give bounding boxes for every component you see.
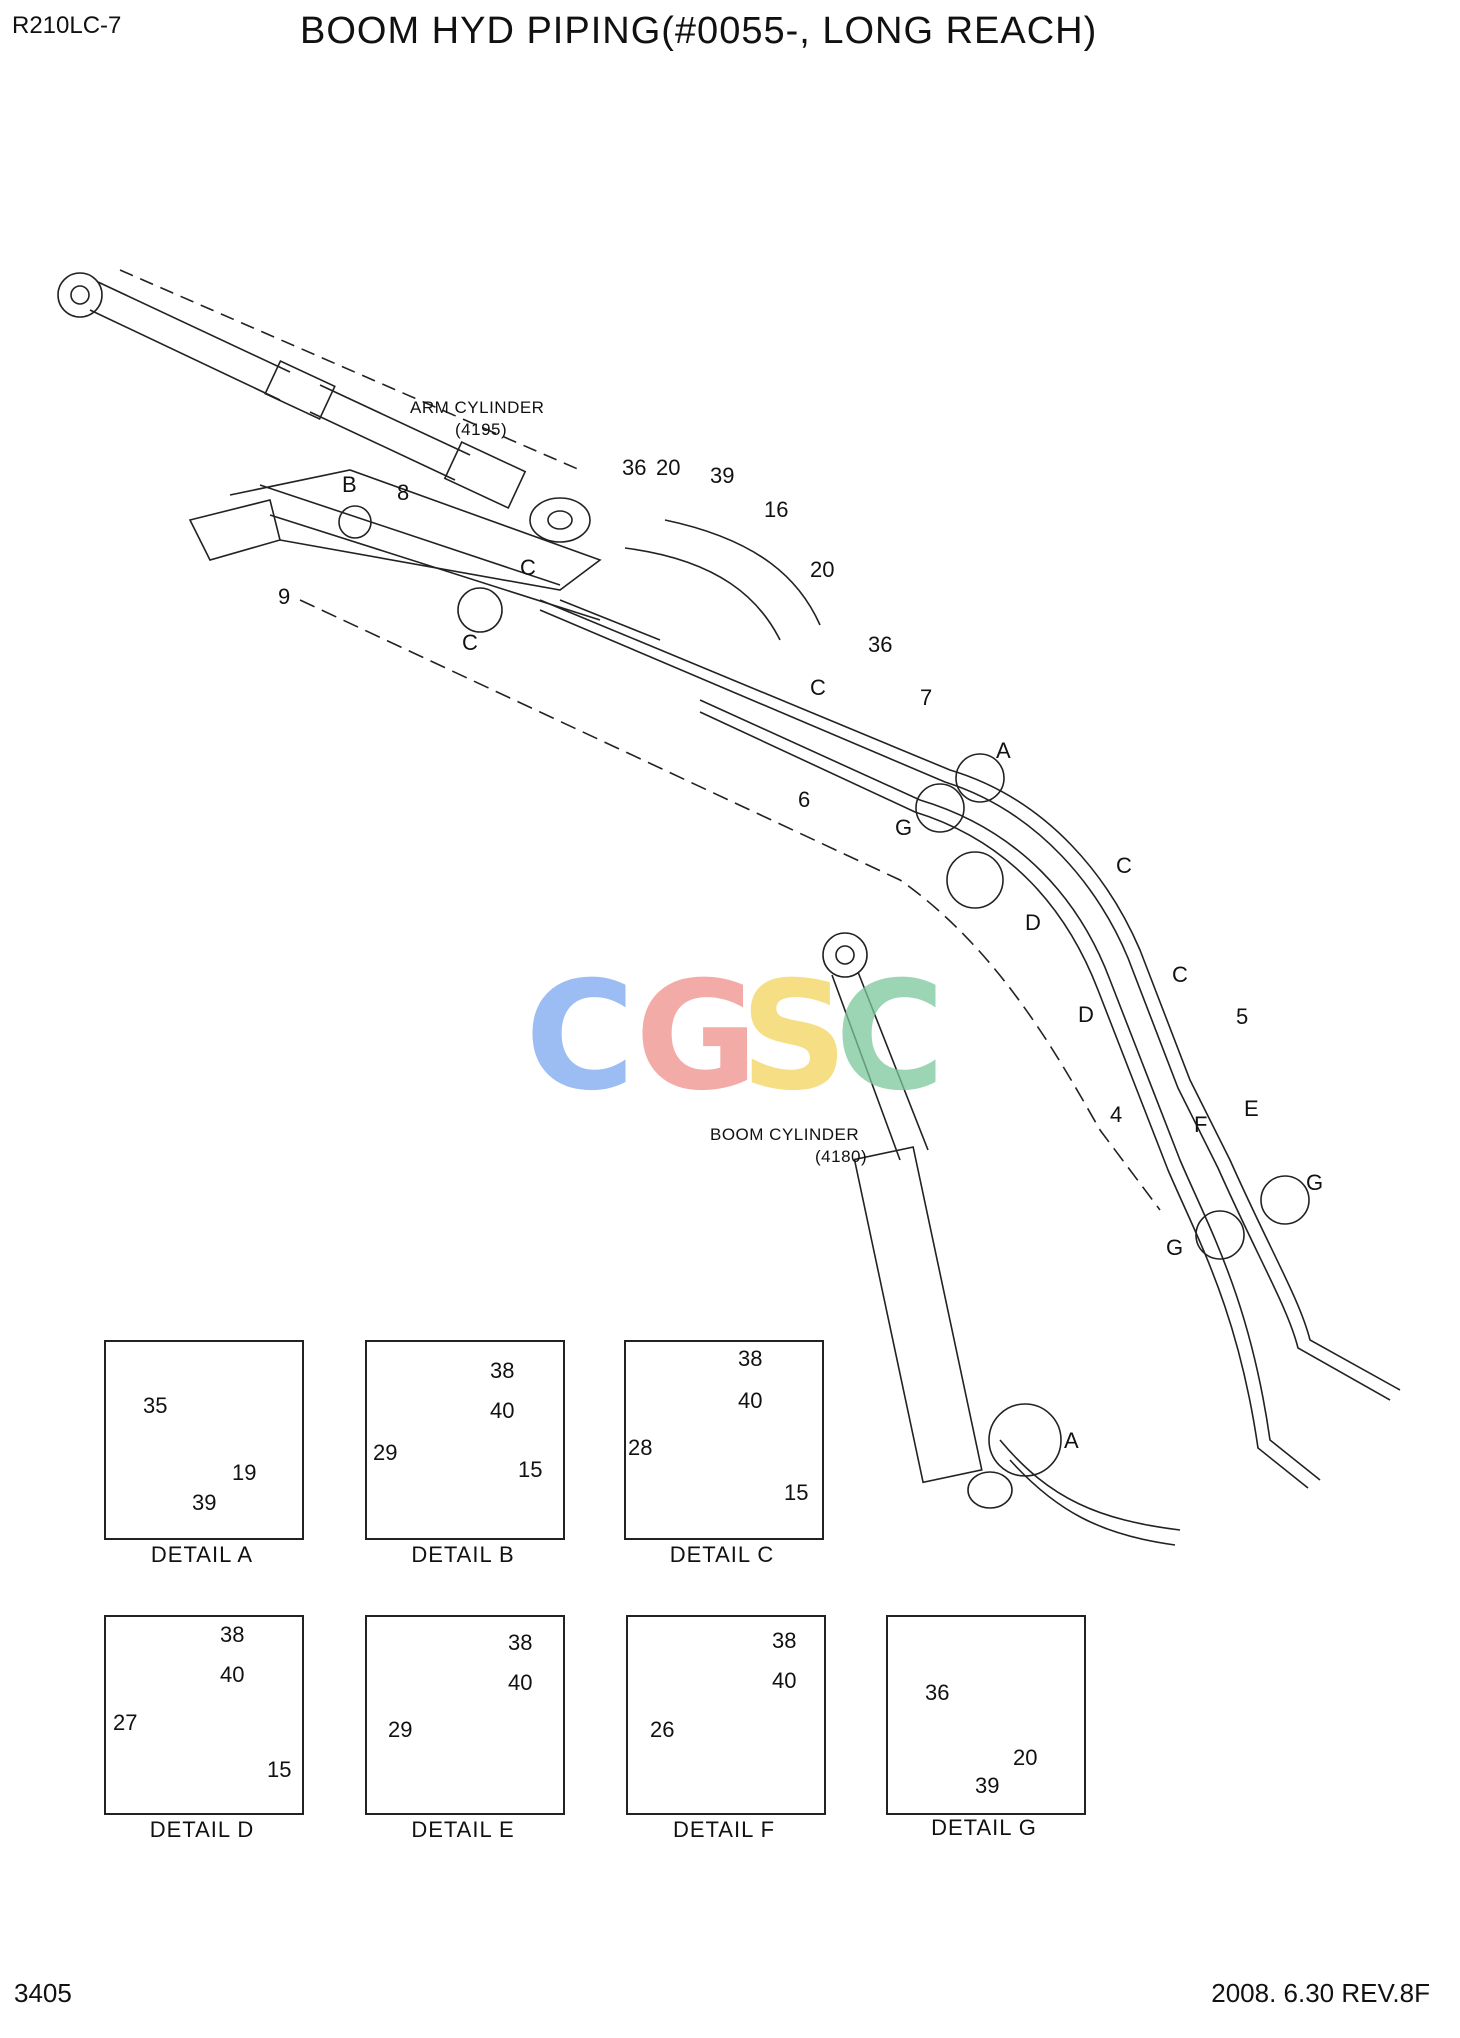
detail-g-part-39: 39 [975,1773,1000,1798]
callout-d-2: D [1078,1002,1094,1027]
detail-d-part-15: 15 [267,1757,292,1782]
watermark-letter-g: G [635,950,759,1124]
boom-cylinder-drawing [822,932,1181,1546]
detail-c-marker [457,587,503,633]
callout-c-5: C [1172,962,1188,987]
callout-a-2: A [1064,1428,1079,1453]
detail-c-part-15: 15 [784,1480,809,1505]
callout-36: 36 [622,455,647,480]
detail-b-label: DETAIL B [411,1542,515,1567]
detail-d-box [104,1615,304,1815]
detail-g-marker [915,783,965,833]
detail-c-part-38: 38 [738,1346,763,1371]
detail-a-part-19: 19 [232,1460,257,1485]
watermark-letter-s: S [740,950,849,1124]
callout-c-4: C [1116,853,1132,878]
detail-f-label: DETAIL F [672,1817,776,1842]
detail-g-box [886,1615,1086,1815]
detail-a-part-35: 35 [143,1393,168,1418]
callout-8: 8 [397,480,410,505]
page-number: 3405 [14,1978,72,2008]
hose-16-drawing [624,519,821,641]
detail-b-part-40: 40 [490,1398,515,1423]
detail-f-part-38: 38 [772,1628,797,1653]
callout-c-3: C [810,675,826,700]
detail-b-part-29: 29 [373,1440,398,1465]
arm-cylinder-label: ARM CYLINDER [410,398,545,417]
detail-a-marker [955,753,1005,803]
detail-g-part-36: 36 [925,1680,950,1705]
watermark-letter-c2: C [835,950,946,1124]
callout-6: 6 [798,787,811,812]
detail-c-part-28: 28 [628,1435,653,1460]
date-revision: 2008. 6.30 REV.8F [1211,1978,1430,2008]
model-number: R210LC-7 [12,12,122,39]
detail-b-part-15: 15 [518,1457,543,1482]
callout-f: F [1194,1112,1208,1137]
callout-g-1: G [895,815,913,840]
detail-e-box [365,1615,565,1815]
callout-20-lower: 20 [810,557,835,582]
boom-pipes-drawing [539,599,1401,1489]
detail-d-label: DETAIL D [149,1817,255,1842]
callout-e: E [1244,1096,1259,1121]
boom-cylinder-code: (4180) [815,1147,868,1166]
callout-16: 16 [764,497,789,522]
detail-e-part-38: 38 [508,1630,533,1655]
detail-b-marker [338,505,372,539]
detail-g-marker-2 [1195,1210,1245,1260]
detail-f-part-40: 40 [772,1668,797,1693]
boom-body-drawing [299,599,1161,1211]
detail-d-part-27: 27 [113,1710,138,1735]
callout-5: 5 [1236,1004,1249,1029]
callout-9: 9 [278,584,291,609]
detail-d-part-40: 40 [220,1662,245,1687]
detail-d-part-38: 38 [220,1622,245,1647]
callout-d-1: D [1025,910,1041,935]
watermark-letter-c: C [525,950,636,1124]
detail-e-part-40: 40 [508,1670,533,1695]
callout-a-1: A [996,738,1011,763]
callout-39: 39 [710,463,735,488]
detail-g-marker-3 [1260,1175,1310,1225]
detail-e-part-29: 29 [388,1717,413,1742]
callout-20: 20 [656,455,681,480]
detail-a-label: DETAIL A [150,1542,254,1567]
callout-g-3: G [1166,1235,1184,1260]
detail-g-part-20: 20 [1013,1745,1038,1770]
arm-cylinder-drawing [57,269,591,543]
detail-c-box [624,1340,824,1540]
detail-a-box [104,1340,304,1540]
callout-c-2: C [462,630,478,655]
arm-frame-drawing [188,469,661,641]
detail-c-part-40: 40 [738,1388,763,1413]
boom-cylinder-label: BOOM CYLINDER [710,1125,860,1144]
detail-a-marker-2 [988,1403,1062,1477]
detail-b-part-38: 38 [490,1358,515,1383]
detail-f-box [626,1615,826,1815]
page-title: BOOM HYD PIPING(#0055-, LONG REACH) [300,10,1098,52]
arm-cylinder-code: (4195) [455,420,508,439]
boom-pin-marker [946,851,1004,909]
callout-4: 4 [1110,1102,1123,1127]
callout-c-1: C [520,555,536,580]
detail-e-label: DETAIL E [411,1817,515,1842]
detail-c-label: DETAIL C [669,1542,775,1567]
detail-a-part-39: 39 [192,1490,217,1515]
detail-g-label: DETAIL G [931,1815,1037,1840]
callout-b: B [342,472,357,497]
callout-7: 7 [920,685,933,710]
callout-g-2: G [1306,1170,1324,1195]
callout-36-lower: 36 [868,632,893,657]
detail-b-box [365,1340,565,1540]
detail-f-part-26: 26 [650,1717,675,1742]
